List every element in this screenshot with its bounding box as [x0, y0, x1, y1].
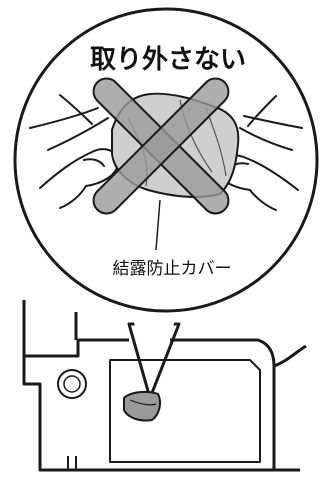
warning-title: 取り外さない [90, 45, 246, 75]
prohibition-cross-icon [92, 77, 230, 215]
installed-cover [123, 390, 161, 422]
part-label: 結露防止カバー [113, 259, 232, 279]
appliance-body [22, 300, 307, 472]
label-leader-line [155, 199, 161, 251]
